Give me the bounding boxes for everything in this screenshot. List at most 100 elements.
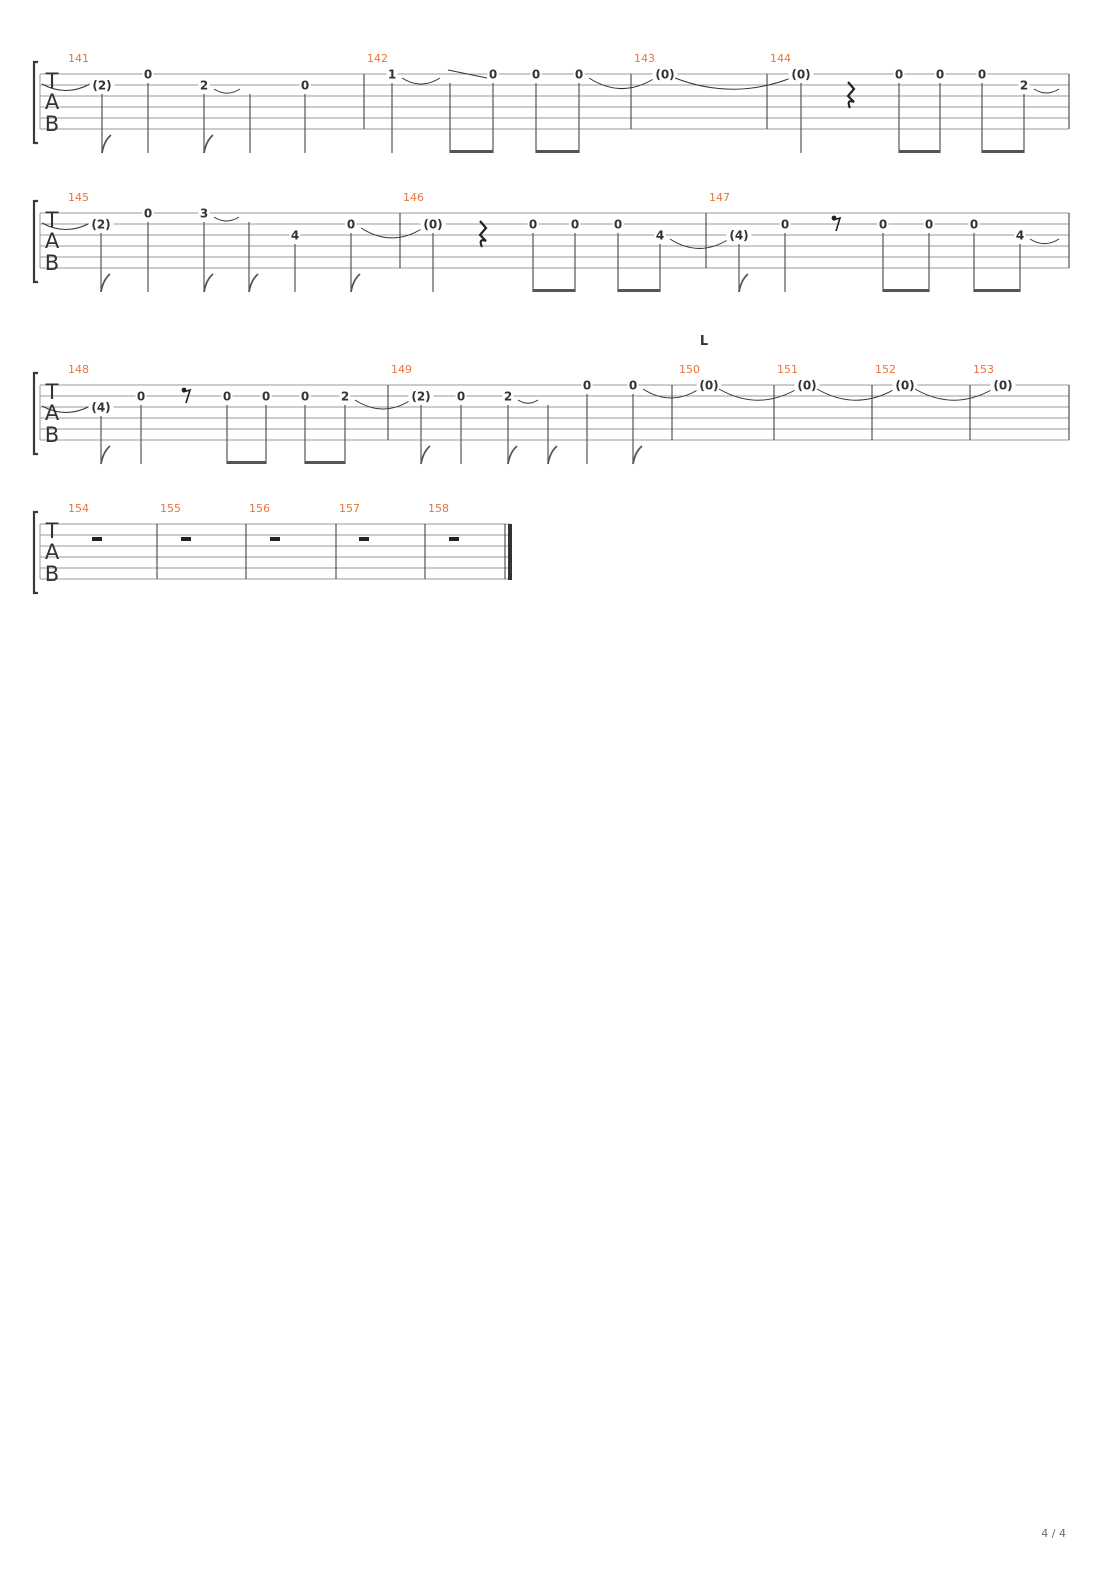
fret-number: 0 [301,390,309,404]
tie-arc [816,388,896,401]
fret-number: 2 [200,79,208,93]
fret-number: (4) [91,401,110,415]
eighth-flag [203,134,214,154]
fret-mask [726,229,752,241]
fret-number: 0 [262,390,270,404]
fret-number: 0 [895,68,903,82]
measure-number: 148 [68,363,89,376]
fret-mask [968,218,980,230]
measure-number: 144 [770,52,791,65]
fret-mask [221,390,233,402]
system-bracket [32,60,38,145]
measure-number: 155 [160,502,181,515]
quarter-rest [478,220,488,248]
fret-mask [976,68,988,80]
fret-mask [581,379,593,391]
eighth-flag [100,445,111,465]
note-beam [536,150,579,153]
tie-arc [354,399,412,410]
fret-mask [487,68,499,80]
fret-mask [339,390,351,402]
fret-number: 0 [529,218,537,232]
tab-clef-letter: A [45,401,60,425]
measure-number: 141 [68,52,89,65]
fret-number: 0 [532,68,540,82]
fret-number: (0) [655,68,674,82]
tie-arc [642,388,700,399]
tie-arc [1029,238,1060,245]
tie-arc [914,388,994,401]
fret-mask [502,390,514,402]
fret-number: (0) [699,379,718,393]
fret-number: 2 [341,390,349,404]
fret-mask [386,68,398,80]
tab-clef-letter: T [45,519,59,543]
eighth-flag [547,445,558,465]
fret-mask [794,379,820,391]
tie-arc [41,222,91,230]
note-beam [305,461,345,464]
eighth-flag [632,445,643,465]
tie-arc [360,227,424,239]
fret-mask [934,68,946,80]
fret-mask [573,68,585,80]
fret-mask [299,390,311,402]
whole-rest [92,537,102,541]
fret-number: 0 [925,218,933,232]
whole-rest [359,537,369,541]
eighth-flag [350,273,361,293]
note-beam [533,289,575,292]
fret-mask [627,379,639,391]
eighth-flag [248,273,259,293]
fret-number: 0 [489,68,497,82]
fret-mask [923,218,935,230]
fret-number: (0) [993,379,1012,393]
eighth-flag [101,134,112,154]
whole-rest [449,537,459,541]
note-beam [883,289,929,292]
fret-number: 1 [388,68,396,82]
fret-number: 0 [144,207,152,221]
note-beam [227,461,266,464]
measure-number: 146 [403,191,424,204]
fret-mask [142,207,154,219]
system-bracket [32,510,38,595]
measure-number: 154 [68,502,89,515]
note-beam [899,150,940,153]
fret-number: 0 [614,218,622,232]
final-barline-thick [508,524,512,580]
fret-number: (0) [797,379,816,393]
fret-number: 3 [200,207,208,221]
tie-arc [1033,88,1060,94]
tab-clef-letter: A [45,229,60,253]
fret-number: 4 [291,229,299,243]
fret-mask [788,68,814,80]
tie-arc [213,88,241,94]
fret-mask [779,218,791,230]
tab-clef-letter: B [45,423,59,447]
fret-number: (2) [91,218,110,232]
fret-number: (0) [895,379,914,393]
note-beam [982,150,1024,153]
measure-number: 151 [777,363,798,376]
fret-mask [198,79,210,91]
tie-arc [41,83,91,91]
fret-mask [696,379,722,391]
tie-arc [213,216,240,222]
fret-mask [530,68,542,80]
fret-number: 0 [301,79,309,93]
eighth-flag [507,445,518,465]
measure-number: 156 [249,502,270,515]
measure-number: 147 [709,191,730,204]
fret-number: 0 [137,390,145,404]
fret-mask [289,229,301,241]
fret-number: 0 [575,68,583,82]
fret-number: 0 [629,379,637,393]
fret-number: (2) [92,79,111,93]
fret-number: 0 [879,218,887,232]
fret-number: (2) [411,390,430,404]
tab-clef-letter: A [45,540,60,564]
fret-number: 4 [656,229,664,243]
